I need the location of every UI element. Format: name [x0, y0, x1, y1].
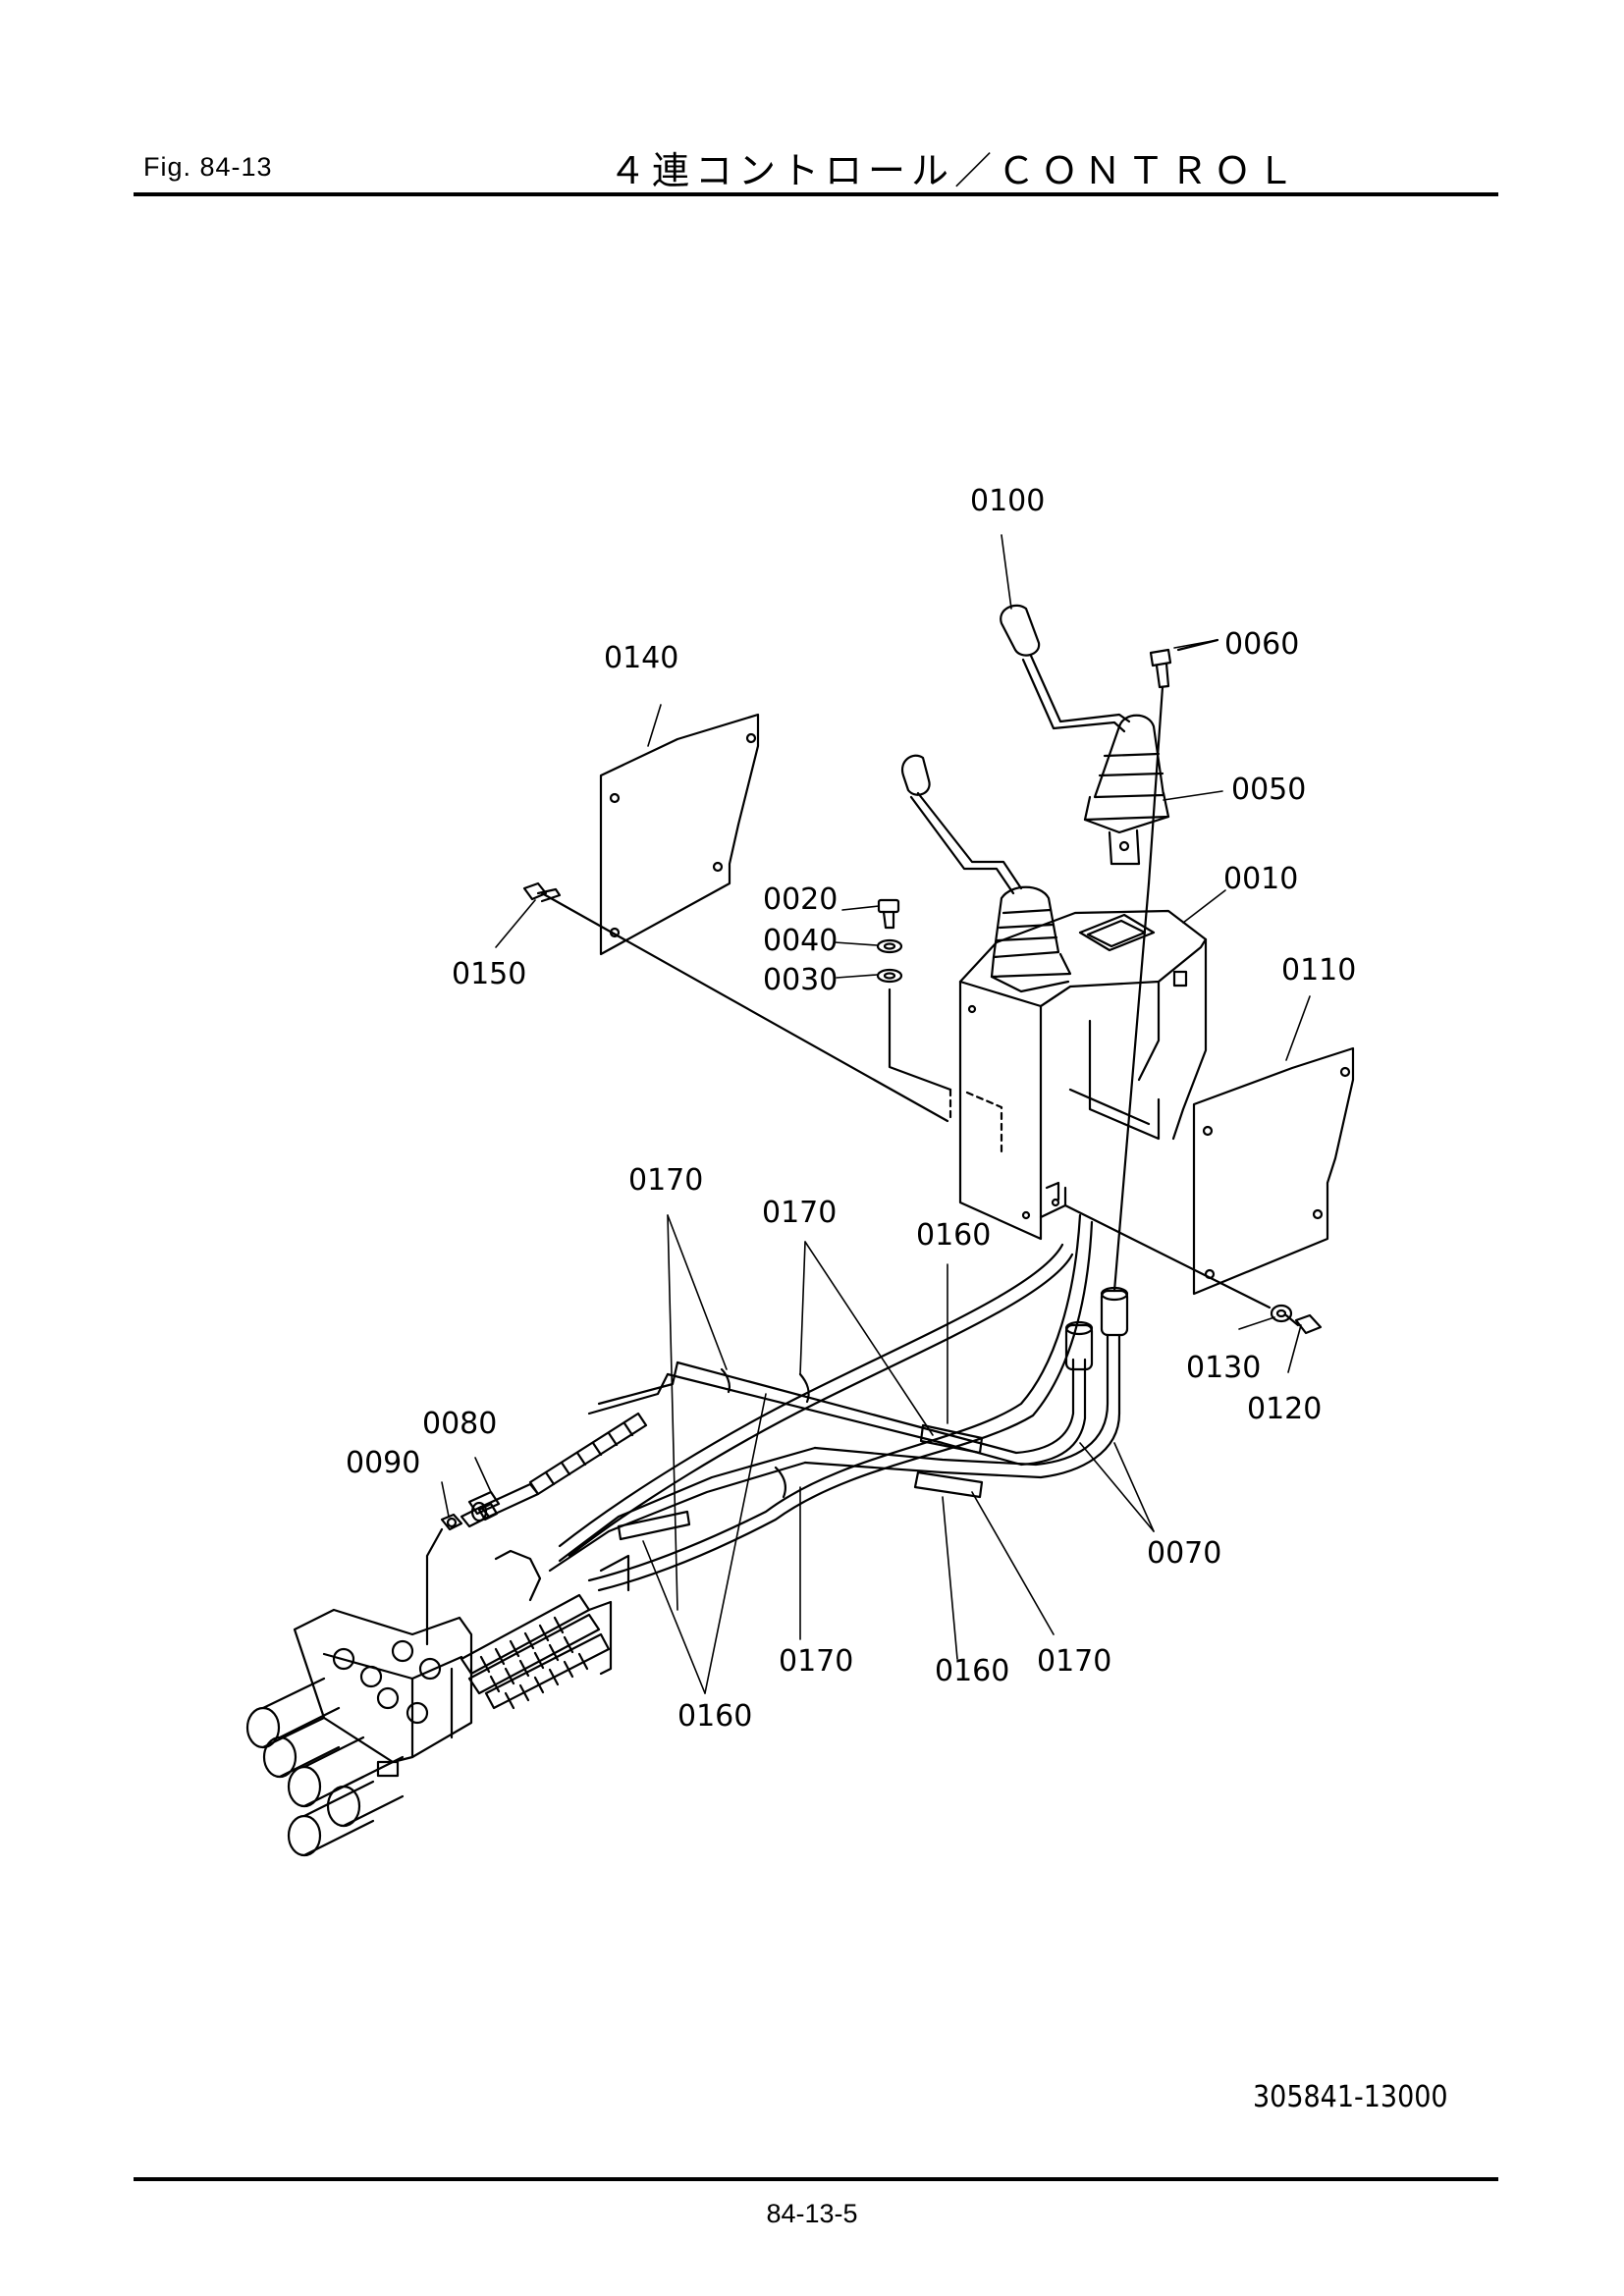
callout-labels: 0100 0060 0140 0050 0020 0010 0040 0150 …: [346, 484, 1356, 1734]
page-title: ４連コントロール／ＣＯＮＴＲＯＬ: [609, 149, 1301, 192]
bolt-0020: [876, 898, 1003, 1155]
callout-0160-b: 0160: [935, 1654, 1009, 1688]
callout-0070: 0070: [1147, 1536, 1221, 1571]
callout-0110: 0110: [1281, 953, 1356, 988]
cable-end-fittings-upper: [1064, 881, 1151, 1371]
control-valve-block: [245, 1608, 473, 1857]
callout-0170-a: 0170: [628, 1163, 703, 1198]
lever-left: [900, 754, 1072, 993]
washer-0130: [1063, 1203, 1293, 1323]
control-box-0010: [958, 909, 1208, 1241]
cable-bellows-lower: [460, 1549, 630, 1710]
callout-0100: 0100: [970, 484, 1045, 518]
callout-0060: 0060: [1224, 627, 1299, 662]
callout-0160-c: 0160: [677, 1699, 752, 1734]
callout-0160-a: 0160: [916, 1218, 991, 1253]
callout-0020: 0020: [763, 882, 838, 917]
leader-lines: [441, 534, 1311, 1694]
control-cables: [548, 1213, 1121, 1592]
header-rule: [134, 192, 1498, 196]
bolt-0150: [522, 881, 949, 1123]
callout-0150: 0150: [452, 957, 526, 991]
callout-0170-c: 0170: [779, 1644, 853, 1679]
lever-0100: [1000, 604, 1170, 866]
callout-0040: 0040: [763, 924, 838, 958]
callout-0170-d: 0170: [1037, 1644, 1111, 1679]
cover-plate-0110: [1192, 1046, 1355, 1296]
figure-number: Fig. 84-13: [143, 152, 273, 182]
fitting-0080: [467, 1490, 501, 1522]
callout-0140: 0140: [604, 641, 678, 675]
callout-0010: 0010: [1223, 862, 1298, 896]
nut-0090: [425, 1513, 463, 1646]
callout-0120: 0120: [1247, 1392, 1322, 1426]
page-number: 84-13-5: [766, 2199, 858, 2228]
document-number: 305841-13000: [1253, 2080, 1448, 2114]
cable-sleeves: [617, 1367, 984, 1541]
bolt-0120: [1284, 1313, 1323, 1335]
callout-0090: 0090: [346, 1446, 420, 1480]
cover-plate-0140: [599, 713, 760, 956]
callout-0050: 0050: [1231, 773, 1306, 807]
callout-0130: 0130: [1186, 1351, 1261, 1385]
callout-0030: 0030: [763, 963, 838, 997]
callout-0080: 0080: [422, 1407, 497, 1441]
callout-0170-b: 0170: [762, 1196, 837, 1230]
footer-rule: [134, 2177, 1498, 2181]
